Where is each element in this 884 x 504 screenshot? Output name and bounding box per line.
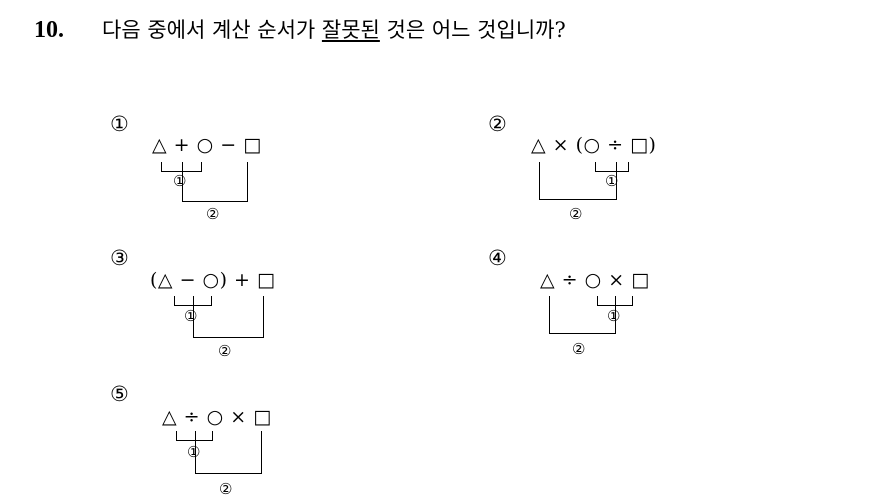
choice-5[interactable]: ⑤ △ ÷ ○ × □ ① ② <box>110 384 310 500</box>
choice-1[interactable]: ① △ + ○ − □ ① ② <box>110 114 310 226</box>
step2-bracket <box>539 162 617 200</box>
step1-bracket <box>161 162 202 172</box>
step2-bracket <box>549 296 616 334</box>
choice-label: ⑤ <box>110 382 129 406</box>
choice-3[interactable]: ③ (△ − ○) + □ ① ② <box>110 248 310 364</box>
question: 10. 다음 중에서 계산 순서가 잘못된 것은 어느 것입니까? <box>34 14 566 44</box>
step1-marker: ① <box>607 307 621 325</box>
step2-bracket <box>193 296 264 338</box>
underlined-keyword: 잘못된 <box>321 18 380 42</box>
expression: △ × (○ ÷ □) <box>531 134 657 156</box>
choice-4[interactable]: ④ △ ÷ ○ × □ ① ② <box>488 248 688 364</box>
expression: △ ÷ ○ × □ <box>162 406 272 428</box>
choice-2[interactable]: ② △ × (○ ÷ □) ① ② <box>488 114 688 226</box>
step1-marker: ① <box>184 307 198 325</box>
step2-bracket <box>182 162 248 202</box>
question-number: 10. <box>34 17 64 43</box>
question-text: 다음 중에서 계산 순서가 잘못된 것은 어느 것입니까? <box>102 18 566 42</box>
step2-marker: ② <box>218 342 232 360</box>
step1-marker: ① <box>187 443 201 461</box>
step1-marker: ① <box>173 172 187 190</box>
step2-marker: ② <box>219 480 233 498</box>
step1-bracket <box>176 431 213 441</box>
choice-label: ③ <box>110 246 129 270</box>
choice-label: ② <box>488 112 507 136</box>
expression: △ ÷ ○ × □ <box>540 269 650 291</box>
step1-bracket <box>595 162 629 172</box>
step2-bracket <box>195 431 262 474</box>
expression: △ + ○ − □ <box>152 134 262 156</box>
step2-marker: ② <box>572 340 586 358</box>
step2-marker: ② <box>206 205 220 223</box>
step1-marker: ① <box>605 172 619 190</box>
choice-label: ① <box>110 112 129 136</box>
step2-marker: ② <box>569 205 583 223</box>
expression: (△ − ○) + □ <box>150 269 276 291</box>
choice-label: ④ <box>488 246 507 270</box>
